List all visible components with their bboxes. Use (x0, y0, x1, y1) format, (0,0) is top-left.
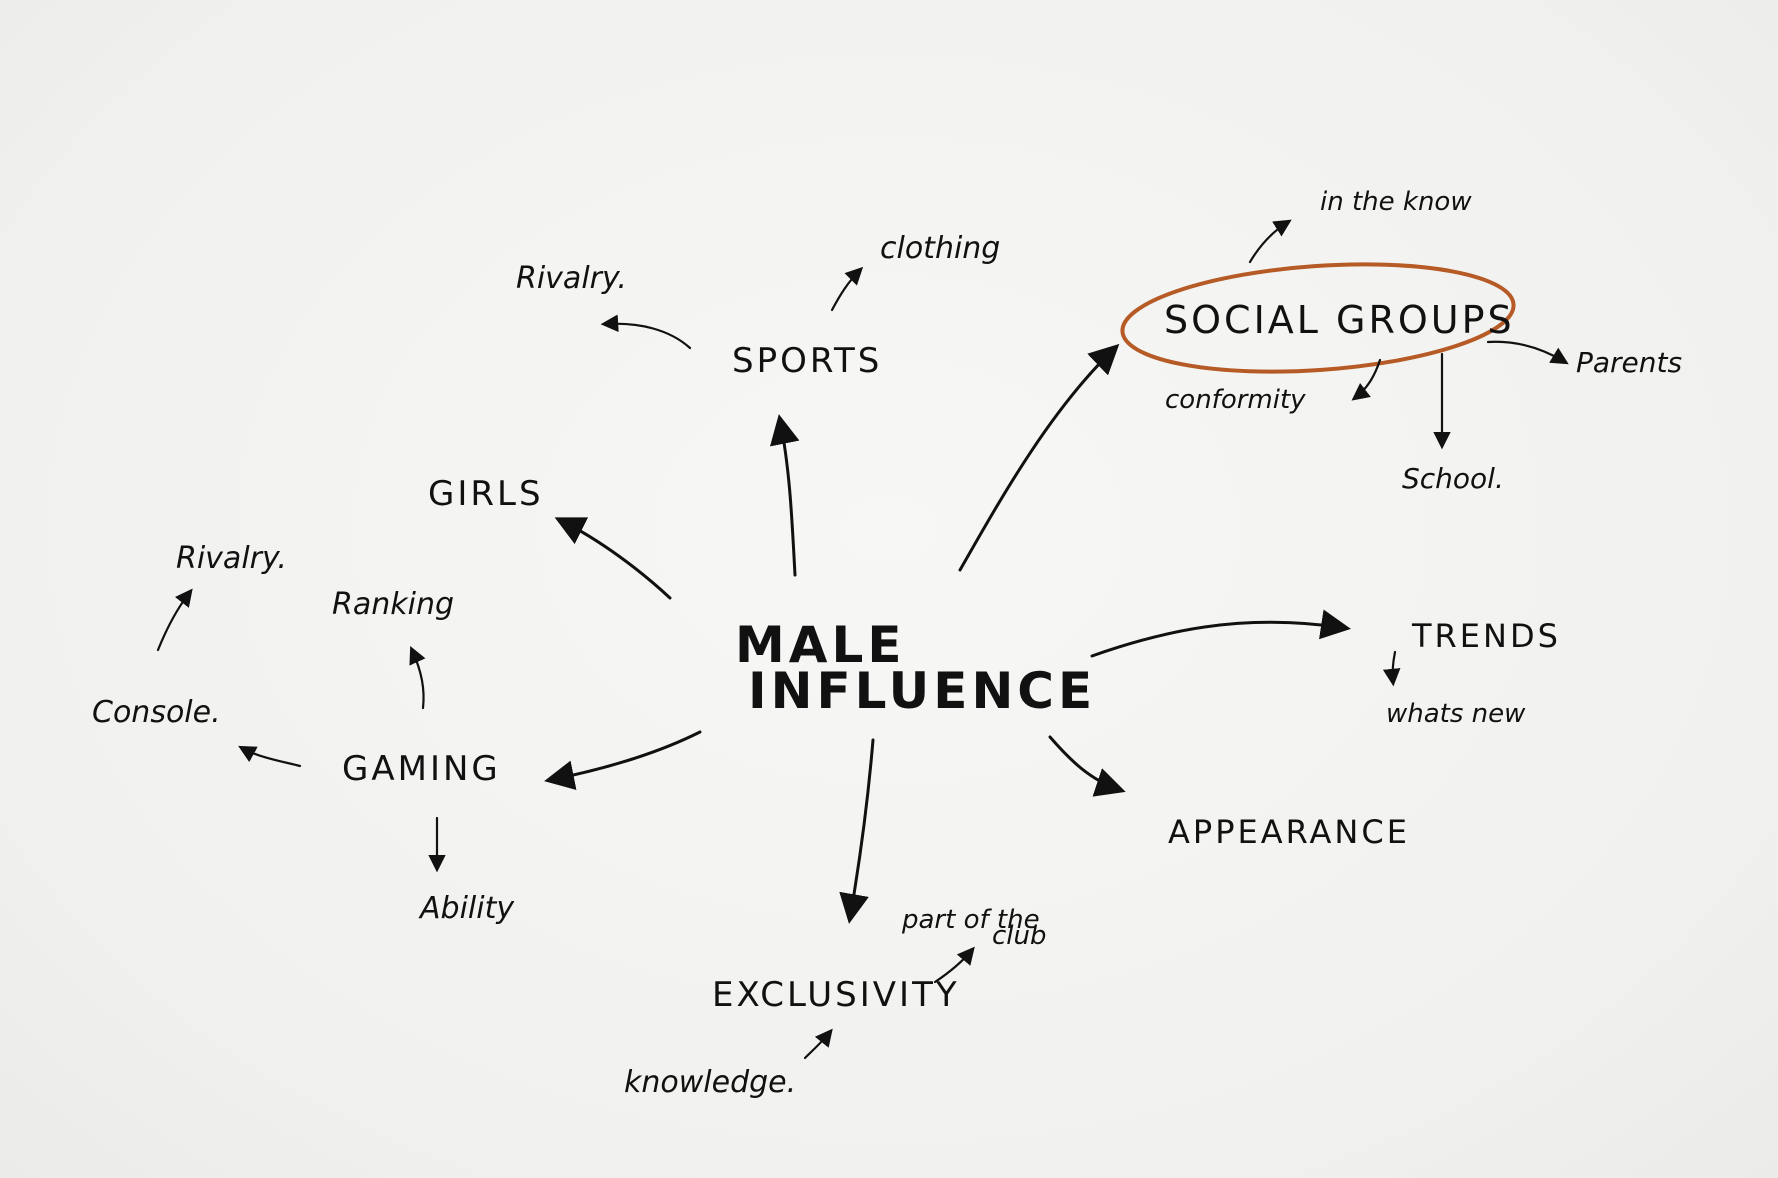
arrow-exclusivity-to-knowledge (803, 1028, 833, 1060)
branch-sports: SPORTS (732, 341, 882, 381)
branch-gaming: GAMING (342, 749, 501, 789)
arrow-social-to-conformity (1351, 358, 1382, 401)
branch-girls: GIRLS (428, 474, 544, 514)
branch-trends: TRENDS (1411, 617, 1561, 655)
arrow-center-to-sports (769, 414, 800, 577)
center-node: MALE INFLUENCE (735, 616, 1096, 720)
leaf-exclusivity-club-line2: club (992, 921, 1047, 951)
leaf-trends-whats-new: whats new (1386, 699, 1526, 729)
branch-social-groups: SOCIAL GROUPS (1164, 298, 1515, 342)
leaf-gaming-ranking: Ranking (332, 587, 454, 622)
social-groups-highlight-ring (1120, 262, 1516, 374)
leaf-social-school: School. (1402, 462, 1504, 495)
arrow-sports-to-rivalry (600, 314, 692, 350)
arrow-center-to-social-groups (958, 343, 1120, 572)
leaf-sports-rivalry: Rivalry. (516, 261, 627, 296)
arrow-center-to-gaming (544, 730, 702, 790)
arrow-center-to-exclusivity (839, 738, 875, 924)
arrow-center-to-appearance (1048, 735, 1126, 797)
leaf-gaming-console: Console. (92, 695, 221, 730)
leaf-gaming-ability: Ability (418, 891, 515, 926)
arrow-sports-to-clothing (830, 266, 864, 312)
leaf-exclusivity-knowledge: knowledge. (624, 1065, 796, 1100)
center-title-line2: INFLUENCE (748, 662, 1096, 720)
leaf-exclusivity-club-line1: part of the (901, 905, 1040, 935)
leaf-sports-clothing: clothing (880, 231, 1000, 266)
arrow-exclusivity-to-club (933, 946, 975, 984)
leaf-social-in-the-know: in the know (1320, 187, 1472, 217)
leaf-social-parents: Parents (1576, 346, 1682, 379)
arrow-console-to-rivalry (156, 588, 193, 652)
leaf-social-conformity: conformity (1165, 385, 1306, 415)
leaf-gaming-rivalry: Rivalry. (176, 541, 287, 576)
branch-exclusivity: EXCLUSIVITY (712, 975, 960, 1015)
arrow-gaming-to-ranking (409, 645, 426, 710)
branch-appearance: APPEARANCE (1168, 813, 1410, 851)
arrow-social-to-in-the-know (1248, 219, 1292, 264)
arrow-center-to-trends (1090, 609, 1351, 658)
arrow-trends-to-whats-new (1382, 650, 1401, 687)
center-title-line1: MALE (735, 616, 905, 674)
arrow-gaming-to-console (238, 745, 302, 768)
arrow-social-to-parents (1486, 340, 1569, 365)
arrow-center-to-girls (554, 517, 672, 600)
